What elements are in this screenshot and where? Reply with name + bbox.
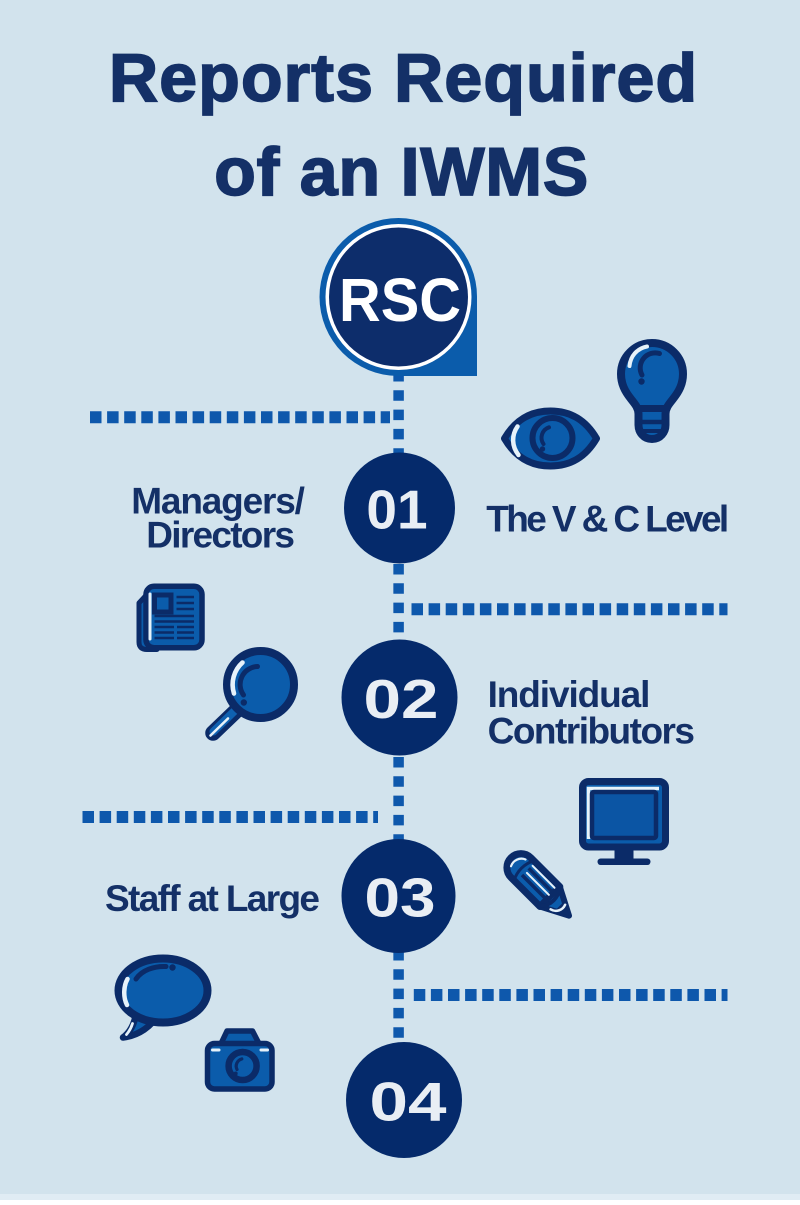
svg-text:Contributors: Contributors — [488, 711, 695, 752]
svg-text:Directors: Directors — [146, 515, 295, 556]
svg-text:Reports Required: Reports Required — [109, 40, 697, 116]
svg-text:The V & C Level: The V & C Level — [486, 499, 729, 540]
svg-text:04: 04 — [370, 1071, 448, 1133]
svg-text:Individual: Individual — [488, 674, 651, 715]
svg-text:RSC: RSC — [339, 266, 461, 334]
svg-text:of an IWMS: of an IWMS — [214, 134, 588, 210]
svg-text:Managers/: Managers/ — [131, 481, 305, 522]
svg-text:02: 02 — [364, 668, 439, 730]
svg-text:03: 03 — [365, 867, 436, 929]
svg-text:Staff at Large: Staff at Large — [105, 878, 320, 919]
svg-text:01: 01 — [366, 479, 427, 541]
